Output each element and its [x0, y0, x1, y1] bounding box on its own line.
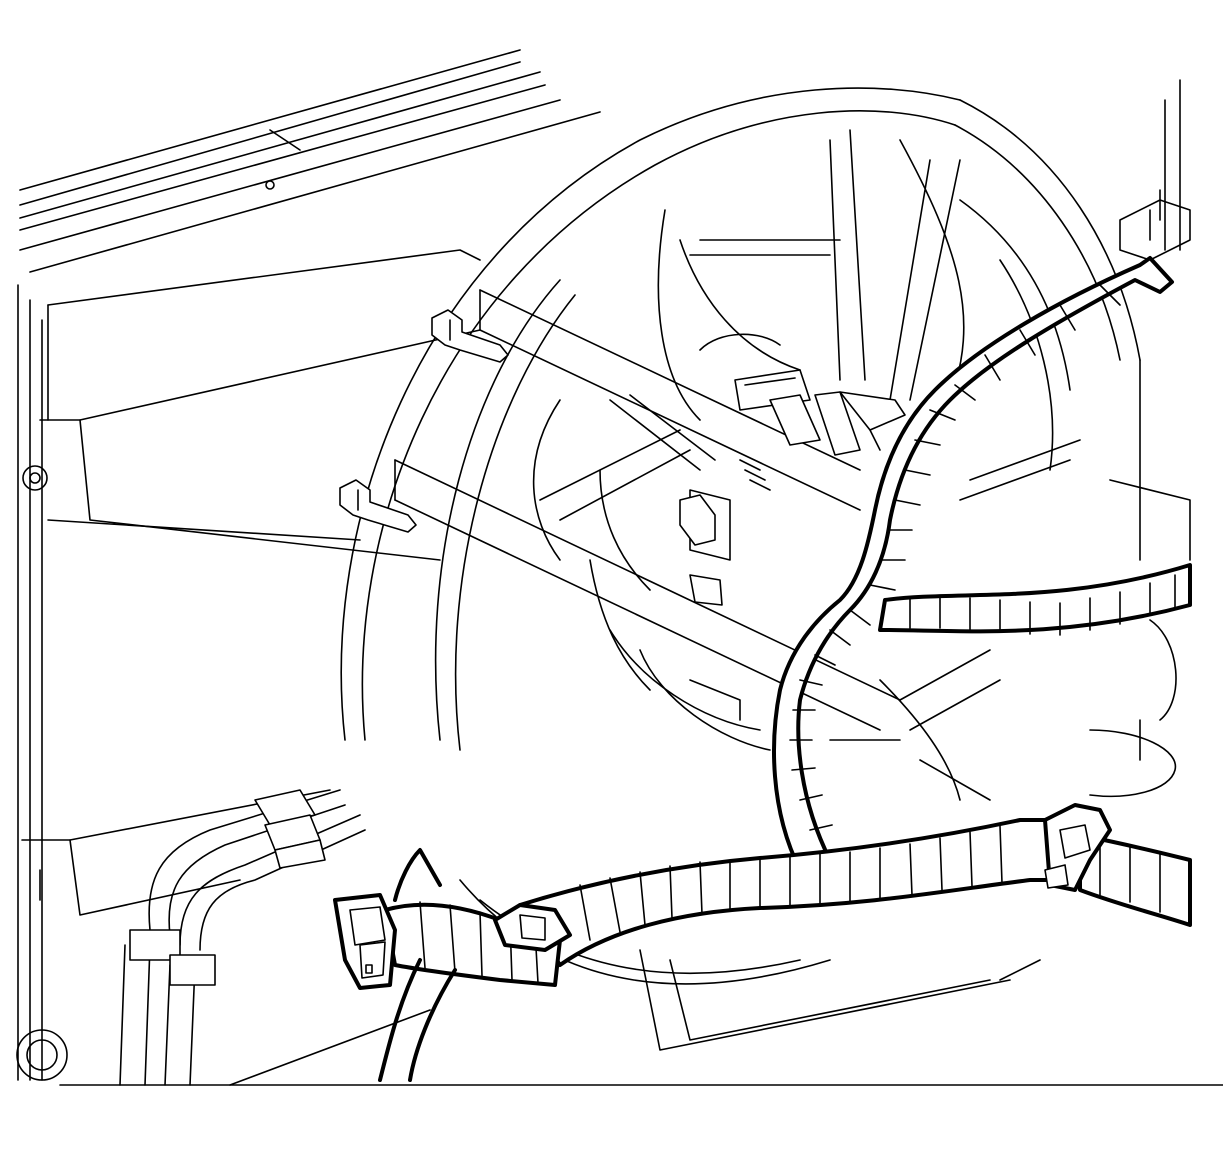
wiring-harness: [378, 256, 1192, 1082]
fan-motor-connector: [734, 369, 906, 456]
coolant-lines: [119, 789, 366, 1086]
harness-connector-middle: [493, 903, 572, 952]
harness-retainer-clips: [339, 309, 771, 606]
harness-connector-left: [333, 893, 397, 990]
radiator-assembly: [16, 49, 1223, 1086]
cooling-fan-blades: [532, 129, 1081, 801]
harness-connector-right: [1043, 803, 1112, 892]
